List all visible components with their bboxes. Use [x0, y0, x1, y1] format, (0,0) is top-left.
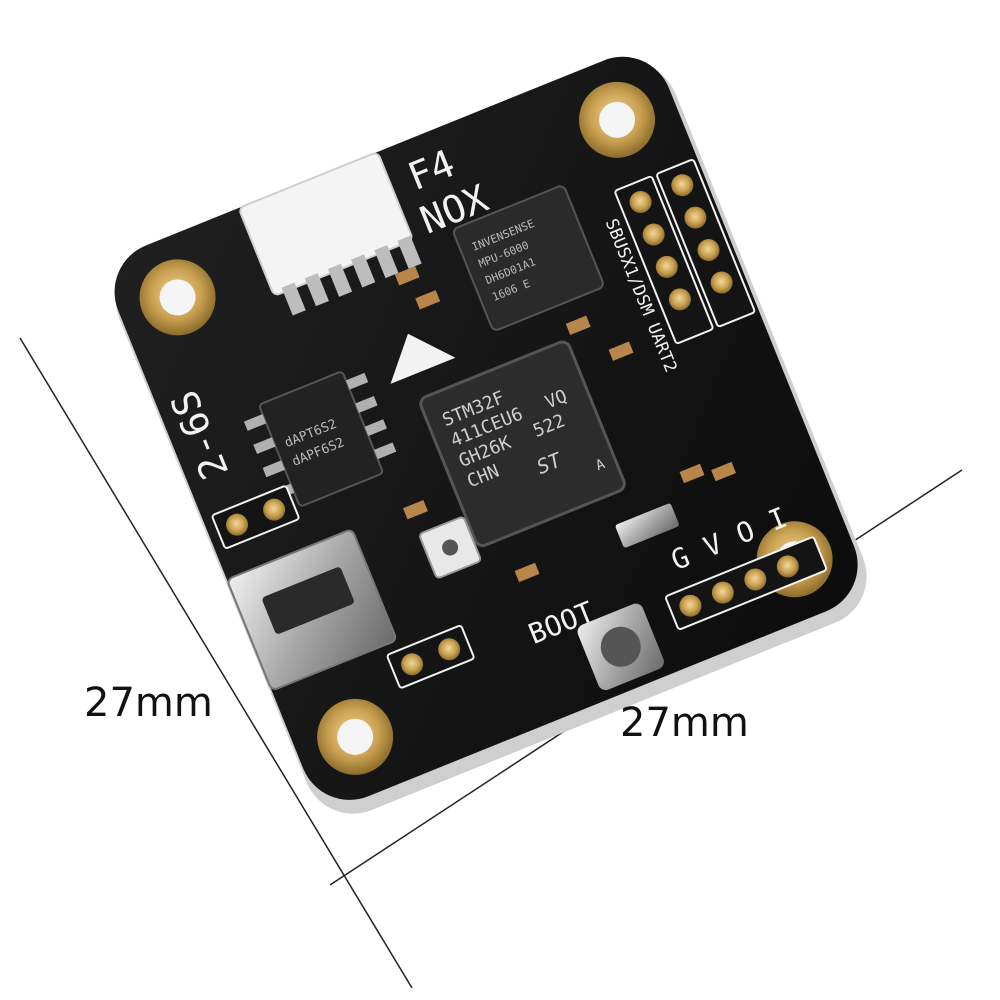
mounting-hole-top-right — [579, 81, 656, 158]
dimension-label-left: 27mm — [84, 680, 213, 726]
jst-connector — [239, 152, 422, 316]
mcu-chip: STM32F 411CEU6 VQ GH26K 522 CHN ST A — [419, 340, 626, 548]
bottom-left-pad-pair — [386, 624, 475, 689]
imu-chip: INVENSENSE MPU-6000 DH6D01A1 1606 E — [452, 185, 604, 331]
smd-components — [394, 266, 737, 583]
left-pad-pair — [211, 485, 300, 549]
crystal-oscillator — [615, 503, 679, 548]
right-pad-column — [614, 159, 756, 345]
mounting-hole-bottom-left — [317, 698, 394, 775]
dimension-label-right: 27mm — [620, 700, 749, 746]
flight-controller-board: F4 NOX 2-6S SBUSX1/DSM UART2 BOOT INVENS… — [114, 56, 867, 814]
bottom-pad-row — [665, 536, 828, 630]
mounting-hole-top-left — [139, 259, 216, 336]
boot-button — [577, 603, 664, 690]
barometer-sensor — [419, 516, 482, 579]
usb-port — [227, 529, 397, 690]
orientation-arrow — [390, 333, 456, 384]
flash-chip: dAPT6S2 dAPF6S2 — [243, 371, 397, 507]
dimension-line-left — [19, 337, 413, 989]
